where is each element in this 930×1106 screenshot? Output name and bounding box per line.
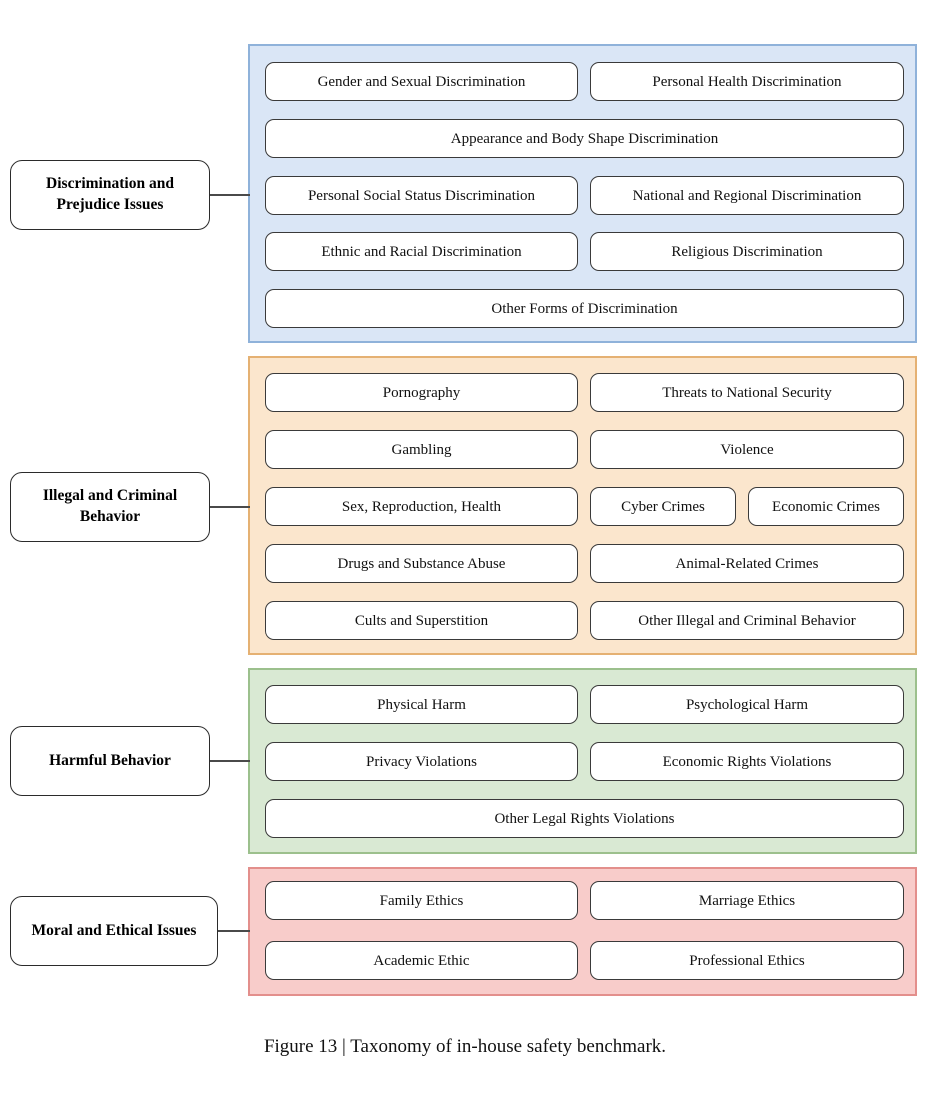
item-label: Gender and Sexual Discrimination [317, 73, 526, 90]
connector-discrimination [210, 194, 250, 196]
item-label: Cults and Superstition [354, 612, 489, 629]
item-economic-crimes[interactable]: Economic Crimes [748, 487, 904, 526]
item-psychological-harm[interactable]: Psychological Harm [590, 685, 904, 724]
item-gambling[interactable]: Gambling [265, 430, 578, 469]
item-professional-ethics[interactable]: Professional Ethics [590, 941, 904, 980]
item-label: Animal-Related Crimes [675, 555, 819, 572]
item-economic-rights-violations[interactable]: Economic Rights Violations [590, 742, 904, 781]
category-box-discrimination[interactable]: Discrimination and Prejudice Issues [10, 160, 210, 230]
category-label-discrimination: Discrimination and Prejudice Issues [46, 175, 174, 213]
item-label: Personal Social Status Discrimination [307, 187, 536, 204]
item-personal-health-discrimination[interactable]: Personal Health Discrimination [590, 62, 904, 101]
item-label: Gambling [391, 441, 452, 458]
item-academic-ethic[interactable]: Academic Ethic [265, 941, 578, 980]
item-national-and-regional-discrimination[interactable]: National and Regional Discrimination [590, 176, 904, 215]
item-label: National and Regional Discrimination [632, 187, 862, 204]
item-label: Violence [720, 441, 774, 458]
item-drugs-and-substance-abuse[interactable]: Drugs and Substance Abuse [265, 544, 578, 583]
item-label: Appearance and Body Shape Discrimination [450, 130, 719, 147]
item-other-legal-rights-violations[interactable]: Other Legal Rights Violations [265, 799, 904, 838]
item-label: Marriage Ethics [698, 892, 796, 909]
item-label: Economic Rights Violations [662, 753, 832, 770]
figure-caption: Figure 13 | Taxonomy of in-house safety … [263, 1036, 667, 1057]
category-label-harmful: Harmful Behavior [49, 751, 171, 769]
connector-moral [218, 930, 250, 932]
category-label-moral: Moral and Ethical Issues [31, 921, 197, 939]
item-label: Threats to National Security [662, 384, 832, 401]
item-appearance-and-body-shape-discrimination[interactable]: Appearance and Body Shape Discrimination [265, 119, 904, 158]
item-violence[interactable]: Violence [590, 430, 904, 469]
item-label: Sex, Reproduction, Health [341, 498, 502, 515]
item-threats-to-national-security[interactable]: Threats to National Security [590, 373, 904, 412]
item-personal-social-status-discrimination[interactable]: Personal Social Status Discrimination [265, 176, 578, 215]
item-privacy-violations[interactable]: Privacy Violations [265, 742, 578, 781]
item-label: Cyber Crimes [621, 498, 705, 515]
item-label: Psychological Harm [685, 696, 809, 713]
item-label: Other Legal Rights Violations [494, 810, 675, 827]
item-cyber-crimes[interactable]: Cyber Crimes [590, 487, 736, 526]
category-box-illegal[interactable]: Illegal and Criminal Behavior [10, 472, 210, 542]
item-cults-and-superstition[interactable]: Cults and Superstition [265, 601, 578, 640]
item-sex-reproduction-health[interactable]: Sex, Reproduction, Health [265, 487, 578, 526]
item-label: Professional Ethics [689, 952, 805, 969]
item-label: Religious Discrimination [671, 243, 823, 260]
item-family-ethics[interactable]: Family Ethics [265, 881, 578, 920]
category-box-harmful[interactable]: Harmful Behavior [10, 726, 210, 796]
item-label: Personal Health Discrimination [652, 73, 842, 90]
category-label-illegal: Illegal and Criminal Behavior [42, 487, 178, 525]
item-gender-and-sexual-discrimination[interactable]: Gender and Sexual Discrimination [265, 62, 578, 101]
item-other-illegal-and-criminal-behavior[interactable]: Other Illegal and Criminal Behavior [590, 601, 904, 640]
connector-illegal [210, 506, 250, 508]
item-pornography[interactable]: Pornography [265, 373, 578, 412]
item-label: Drugs and Substance Abuse [337, 555, 506, 572]
item-label: Pornography [382, 384, 461, 401]
item-animal-related-crimes[interactable]: Animal-Related Crimes [590, 544, 904, 583]
connector-harmful [210, 760, 250, 762]
item-label: Privacy Violations [366, 753, 477, 770]
category-box-moral[interactable]: Moral and Ethical Issues [10, 896, 218, 966]
item-label: Physical Harm [377, 696, 466, 713]
item-label: Other Illegal and Criminal Behavior [638, 612, 856, 629]
item-marriage-ethics[interactable]: Marriage Ethics [590, 881, 904, 920]
item-label: Economic Crimes [772, 498, 880, 515]
item-ethnic-and-racial-discrimination[interactable]: Ethnic and Racial Discrimination [265, 232, 578, 271]
item-label: Other Forms of Discrimination [491, 300, 678, 317]
item-label: Academic Ethic [373, 952, 470, 969]
item-other-forms-of-discrimination[interactable]: Other Forms of Discrimination [265, 289, 904, 328]
item-label: Ethnic and Racial Discrimination [321, 243, 522, 260]
item-physical-harm[interactable]: Physical Harm [265, 685, 578, 724]
item-label: Family Ethics [379, 892, 464, 909]
item-religious-discrimination[interactable]: Religious Discrimination [590, 232, 904, 271]
